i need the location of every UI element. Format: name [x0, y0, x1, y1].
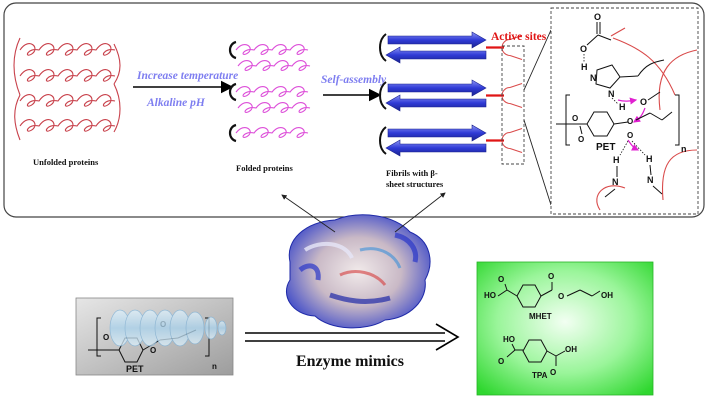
unfolded-label: Unfolded proteins — [33, 157, 99, 167]
step2-label: Self-assembly — [321, 74, 387, 86]
fibril-hairpin — [379, 126, 387, 155]
folded-hairpin — [228, 82, 237, 102]
beta-strand-arrow — [385, 94, 487, 112]
fibrils-label-line2: sheet structures — [386, 179, 444, 189]
mhet-atom-o2: O — [548, 272, 554, 281]
folded-coil-row — [235, 127, 309, 138]
atom-o-left: O — [580, 44, 587, 54]
unfolded-coil-row — [19, 94, 116, 107]
atom-h-1: H — [581, 62, 588, 72]
active-site-tail — [509, 55, 523, 60]
pet-substrate-atom-o2: O — [150, 346, 156, 355]
atom-o-ser: O — [640, 97, 647, 107]
pet-substrate-label: PET — [126, 364, 144, 374]
atom-n-amide-1: N — [612, 177, 619, 187]
atom-o-ester-2: O — [578, 135, 584, 144]
enzyme-mimics-label: Enzyme mimics — [296, 353, 404, 370]
tpa-atom-ho: HO — [503, 335, 515, 344]
step1-label-temperature: Increase temperature — [136, 70, 238, 82]
mechanism-pet-label: PET — [596, 142, 615, 153]
reaction-double-arrow — [245, 323, 460, 351]
zoom-line-top — [523, 29, 552, 91]
active-site-tail — [509, 148, 523, 153]
catalytic-mechanism: O O H N N H O O O O O PET n — [556, 12, 698, 211]
unfolded-coil-row — [19, 119, 116, 132]
active-site-highlight-box — [501, 45, 525, 165]
folded-protein-coils — [228, 40, 311, 143]
folded-coil-row — [237, 60, 311, 71]
tpa-atom-oh: OH — [565, 345, 577, 354]
enzyme-surface — [285, 214, 431, 329]
folded-hairpin — [228, 123, 237, 143]
tpa-atom-o1: O — [498, 357, 504, 366]
fibrils-label-line1: Fibrils with β- — [386, 168, 438, 178]
beta-strand-arrow — [385, 46, 487, 64]
folded-coil-row — [235, 44, 309, 55]
mechanism-subscript-n: n — [681, 144, 687, 154]
mhet-atom-o1: O — [498, 275, 504, 284]
beta-strand-arrow — [385, 139, 487, 157]
beta-sheet-fibrils — [379, 31, 523, 157]
atom-o-carbonyl: O — [627, 131, 633, 140]
enzyme-pointer-left — [281, 194, 336, 233]
unfolded-coil-row — [19, 69, 116, 82]
folded-coil-row — [235, 86, 309, 97]
beta-strand-arrow — [387, 124, 487, 142]
products-box — [476, 261, 654, 396]
mhet-atom-o3: O — [558, 292, 564, 301]
tpa-atom-o2: O — [550, 368, 556, 377]
unfolded-connector — [113, 43, 121, 85]
mhet-label: MHET — [529, 312, 552, 321]
fibril-hairpin — [379, 33, 387, 62]
tpa-label: TPA — [532, 371, 548, 380]
mhet-atom-oh: OH — [601, 291, 613, 300]
unfolded-connector — [14, 94, 21, 141]
enzyme-pointer-right — [394, 192, 446, 233]
atom-o-top: O — [594, 12, 601, 22]
active-site-tail — [509, 103, 523, 108]
unfolded-coil-row — [19, 43, 116, 56]
beta-strand-arrow — [387, 79, 487, 97]
unfolded-connector — [13, 37, 21, 96]
folded-label: Folded proteins — [236, 163, 293, 173]
folded-coil-row — [237, 102, 311, 113]
zoom-line-bottom — [523, 119, 552, 206]
unfolded-protein-coils — [13, 37, 121, 141]
fibril-hairpin — [379, 81, 387, 110]
active-site-tail — [509, 83, 523, 88]
atom-h-3: H — [613, 155, 620, 165]
atom-h-4: H — [646, 154, 653, 164]
active-site-circle — [501, 39, 511, 56]
beta-strand-arrow — [387, 31, 487, 49]
products-structures: HO O O O OH MHET HO O O OH TPA — [484, 272, 613, 380]
active-site-tail — [509, 35, 523, 40]
unfolded-connector — [113, 83, 121, 133]
pet-substrate-atom-o1: O — [103, 333, 109, 342]
atom-n-amide-2: N — [647, 175, 654, 185]
atom-n-ring-2: N — [608, 89, 615, 99]
atom-n-ring: N — [590, 73, 597, 83]
pet-substrate-subscript-n: n — [212, 362, 217, 371]
atom-o-ester-1: O — [572, 114, 578, 123]
step1-label-ph: Alkaline pH — [146, 97, 206, 109]
atom-o-center: O — [627, 117, 633, 126]
folded-hairpin — [228, 40, 237, 60]
active-site-tail — [509, 128, 523, 133]
pet-substrate-structure: O O O PET n — [88, 309, 227, 374]
atom-h-2: H — [619, 102, 626, 112]
active-sites-label: Active sites — [491, 31, 547, 43]
mhet-atom-ho: HO — [484, 291, 496, 300]
